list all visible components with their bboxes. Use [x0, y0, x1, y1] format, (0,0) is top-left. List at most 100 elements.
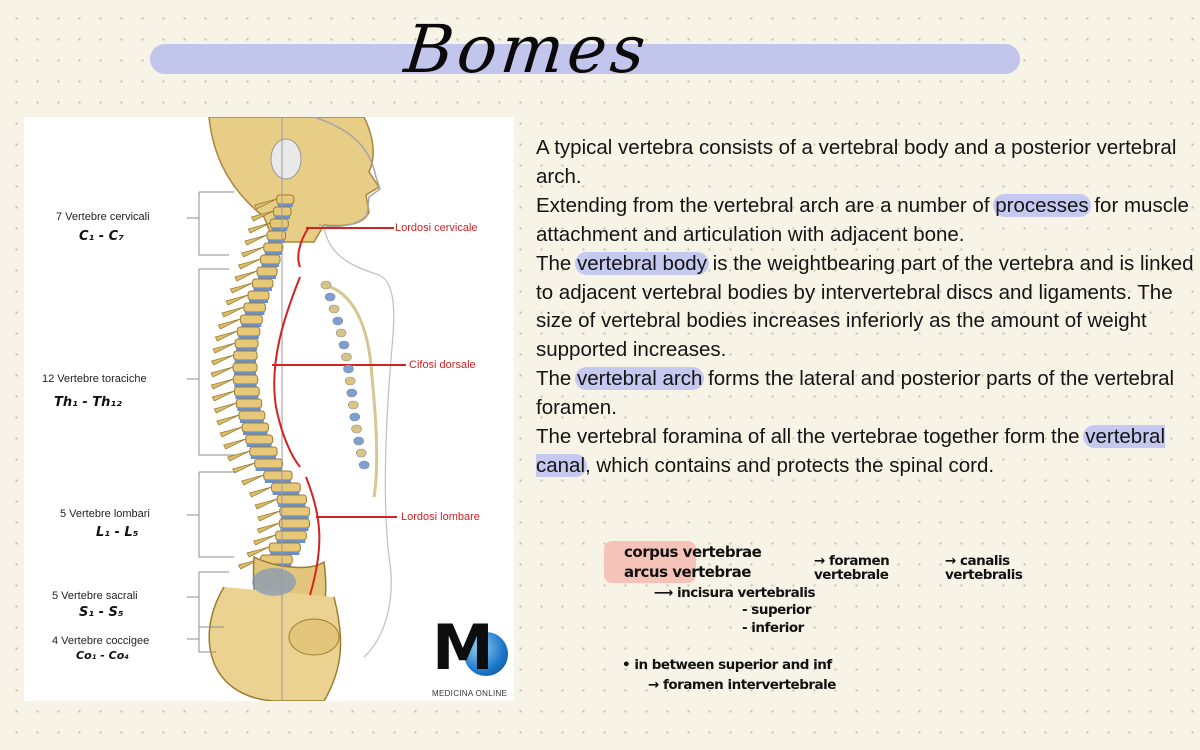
vertebra-body: [232, 374, 259, 385]
note-incisura: ⟶ incisura vertebralis: [654, 585, 815, 601]
intervertebral-disc: [272, 492, 300, 495]
vertebra-body: [263, 242, 284, 253]
handwritten-lumbar: L₁ - L₅: [96, 525, 139, 540]
spinous-process: [254, 498, 278, 510]
vertebra-body: [241, 422, 269, 433]
spinous-process: [253, 534, 276, 546]
note-canalis-vertebralis: → canalis vertebralis: [945, 553, 1023, 583]
p5-text-end: , which contains and protects the spinal…: [585, 453, 995, 477]
spinous-process: [250, 210, 274, 222]
label-thoracic: 12 Vertebre toraciche: [42, 373, 147, 385]
spinous-process: [229, 282, 253, 294]
rib-cartilage: [324, 292, 336, 302]
rib-cartilage: [328, 304, 340, 314]
logo-text: MEDICINA ONLINE: [432, 689, 508, 698]
intervertebral-disc: [241, 324, 262, 327]
label-lordosi-lombare: Lordosi lombare: [401, 511, 480, 523]
intervertebral-disc: [271, 228, 288, 231]
vertebra-body: [259, 254, 281, 265]
intervertebral-disc: [248, 300, 269, 303]
rib-cartilage: [344, 376, 356, 386]
intervertebral-disc: [270, 552, 300, 555]
vertebra-body: [233, 350, 258, 361]
spinous-process: [211, 390, 235, 402]
p4-text: The: [536, 367, 578, 391]
note-superior: - superior: [742, 602, 812, 618]
vertebra-body: [269, 218, 289, 229]
label-sacral: 5 Vertebre sacrali: [52, 590, 138, 602]
body-text: A typical vertebra consists of a vertebr…: [536, 134, 1196, 481]
handwritten-cervical: C₁ - C₇: [79, 229, 124, 244]
p4-text-end: forms the lateral and posterior parts of…: [536, 367, 1175, 420]
paragraph-2: Extending from the vertebral arch are a …: [536, 192, 1196, 250]
spinous-process: [214, 330, 238, 342]
rib-cartilage: [351, 424, 362, 434]
intervertebral-disc: [238, 336, 259, 339]
vertebra-body: [278, 518, 311, 529]
vertebra-body: [276, 194, 295, 205]
intervertebral-disc: [276, 540, 306, 543]
intervertebral-disc: [261, 264, 280, 267]
spinous-process: [248, 486, 272, 498]
intervertebral-disc: [236, 348, 258, 351]
spinous-process: [223, 438, 246, 450]
highlight-vertebral-body: vertebral body: [575, 251, 709, 275]
vertebra-body: [275, 530, 307, 541]
spinous-process: [244, 234, 268, 246]
vertebra-body: [266, 230, 287, 241]
rib-cartilage: [355, 448, 367, 458]
vertebra-body: [236, 326, 261, 337]
label-lordosi-cervicale: Lordosi cervicale: [395, 222, 478, 234]
vertebra-body: [243, 302, 266, 313]
rib-cartilage: [358, 460, 370, 470]
intervertebral-disc: [253, 288, 272, 291]
spinous-process: [241, 474, 264, 486]
intervertebral-disc: [257, 276, 277, 279]
spinous-process: [247, 222, 271, 234]
rib-cartilage: [320, 280, 332, 290]
spinous-process: [213, 402, 237, 414]
label-cifosi-dorsale: Cifosi dorsale: [409, 359, 476, 371]
handwritten-thoracic: Th₁ - Th₁₂: [54, 395, 122, 410]
p5-text: The vertebral foramina of all the verteb…: [536, 425, 1086, 449]
intervertebral-disc: [278, 504, 306, 507]
intervertebral-disc: [243, 432, 268, 435]
intervertebral-disc: [280, 516, 309, 519]
rib-cartilage: [343, 364, 354, 374]
title-highlight: [150, 44, 1020, 74]
intervertebral-disc: [264, 252, 282, 255]
note-in-between: • in between superior and inf: [622, 657, 832, 673]
vertebra-body: [245, 434, 274, 445]
note-inferior: - inferior: [742, 620, 804, 636]
spinous-process: [256, 522, 280, 534]
spinous-process: [219, 426, 243, 438]
intervertebral-disc: [234, 360, 257, 363]
p3-text: The: [536, 251, 578, 275]
spinous-process: [227, 450, 250, 462]
intervertebral-disc: [235, 396, 259, 399]
label-coccygeal: 4 Vertebre coccigee: [52, 635, 150, 647]
spinous-process: [211, 354, 234, 366]
p2-text-end: for muscle attachment and articulation w…: [536, 193, 1189, 246]
spinous-process: [254, 198, 277, 210]
vertebra-body: [233, 386, 260, 397]
vertebra-body: [251, 278, 274, 289]
spinous-process: [237, 258, 261, 270]
vertebra-body: [279, 506, 311, 517]
handwritten-coccygeal: Co₁ - Co₄: [76, 649, 130, 662]
logo-ball-icon: [464, 632, 508, 676]
spinous-process: [210, 378, 234, 390]
paragraph-4: The vertebral arch forms the lateral and…: [536, 365, 1196, 423]
intervertebral-disc: [277, 204, 293, 207]
label-cervical: 7 Vertebre cervicali: [56, 211, 150, 223]
handwritten-sacral: S₁ - S₅: [79, 605, 124, 620]
spinous-process: [246, 546, 270, 558]
vertebra-body: [234, 338, 259, 349]
spinous-process: [225, 294, 249, 306]
p3-text-end: is the weightbearing part of the vertebr…: [536, 251, 1194, 362]
spinous-process: [221, 306, 245, 318]
intervertebral-disc: [244, 312, 265, 315]
vertebra-body: [235, 398, 263, 409]
highlight-processes: processes: [993, 193, 1091, 217]
spinous-process: [232, 462, 255, 474]
